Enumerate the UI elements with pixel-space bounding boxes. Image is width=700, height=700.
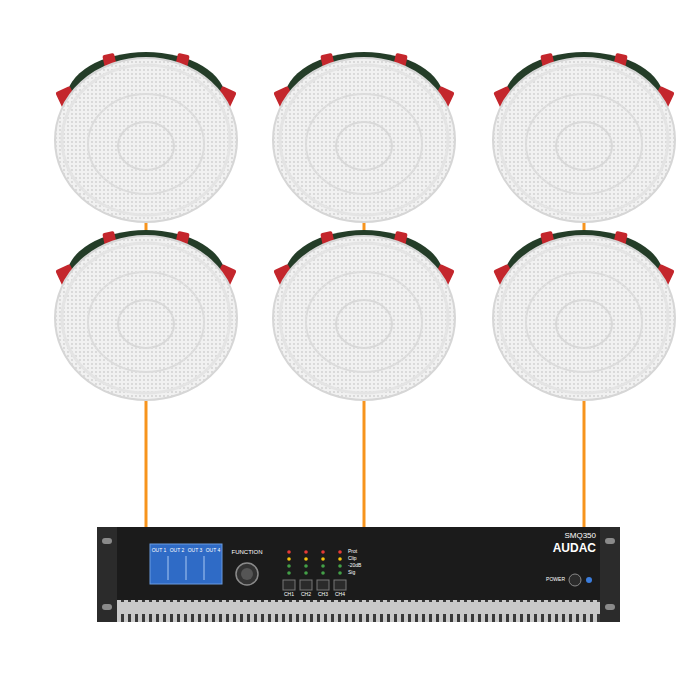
screen-label: OUT 2 <box>170 548 185 553</box>
led-label: Clip <box>348 556 357 561</box>
led-label: -20dB <box>348 563 361 568</box>
screen-label: OUT 1 <box>152 548 167 553</box>
led-label: Sig <box>348 570 355 575</box>
amplifier-unit: AUDAC SMQ350FUNCTION OUT 1OUT 2OUT 3OUT 4 C… <box>97 527 620 622</box>
screen-label: OUT 4 <box>206 548 221 553</box>
channel-label: CH2 <box>301 592 311 597</box>
control-label: FUNCTION <box>232 549 263 555</box>
model-number: SMQ350 <box>564 532 596 540</box>
brand-name: AUDAC <box>553 542 596 554</box>
channel-label: CH3 <box>318 592 328 597</box>
ceiling-speakers <box>55 52 675 400</box>
led-label: Prot <box>348 549 357 554</box>
channel-label: CH4 <box>335 592 345 597</box>
status-leds <box>287 550 342 575</box>
amplifier-body <box>97 527 620 622</box>
screen-label: OUT 3 <box>188 548 203 553</box>
control-label: POWER <box>546 577 565 582</box>
channel-label: CH1 <box>284 592 294 597</box>
